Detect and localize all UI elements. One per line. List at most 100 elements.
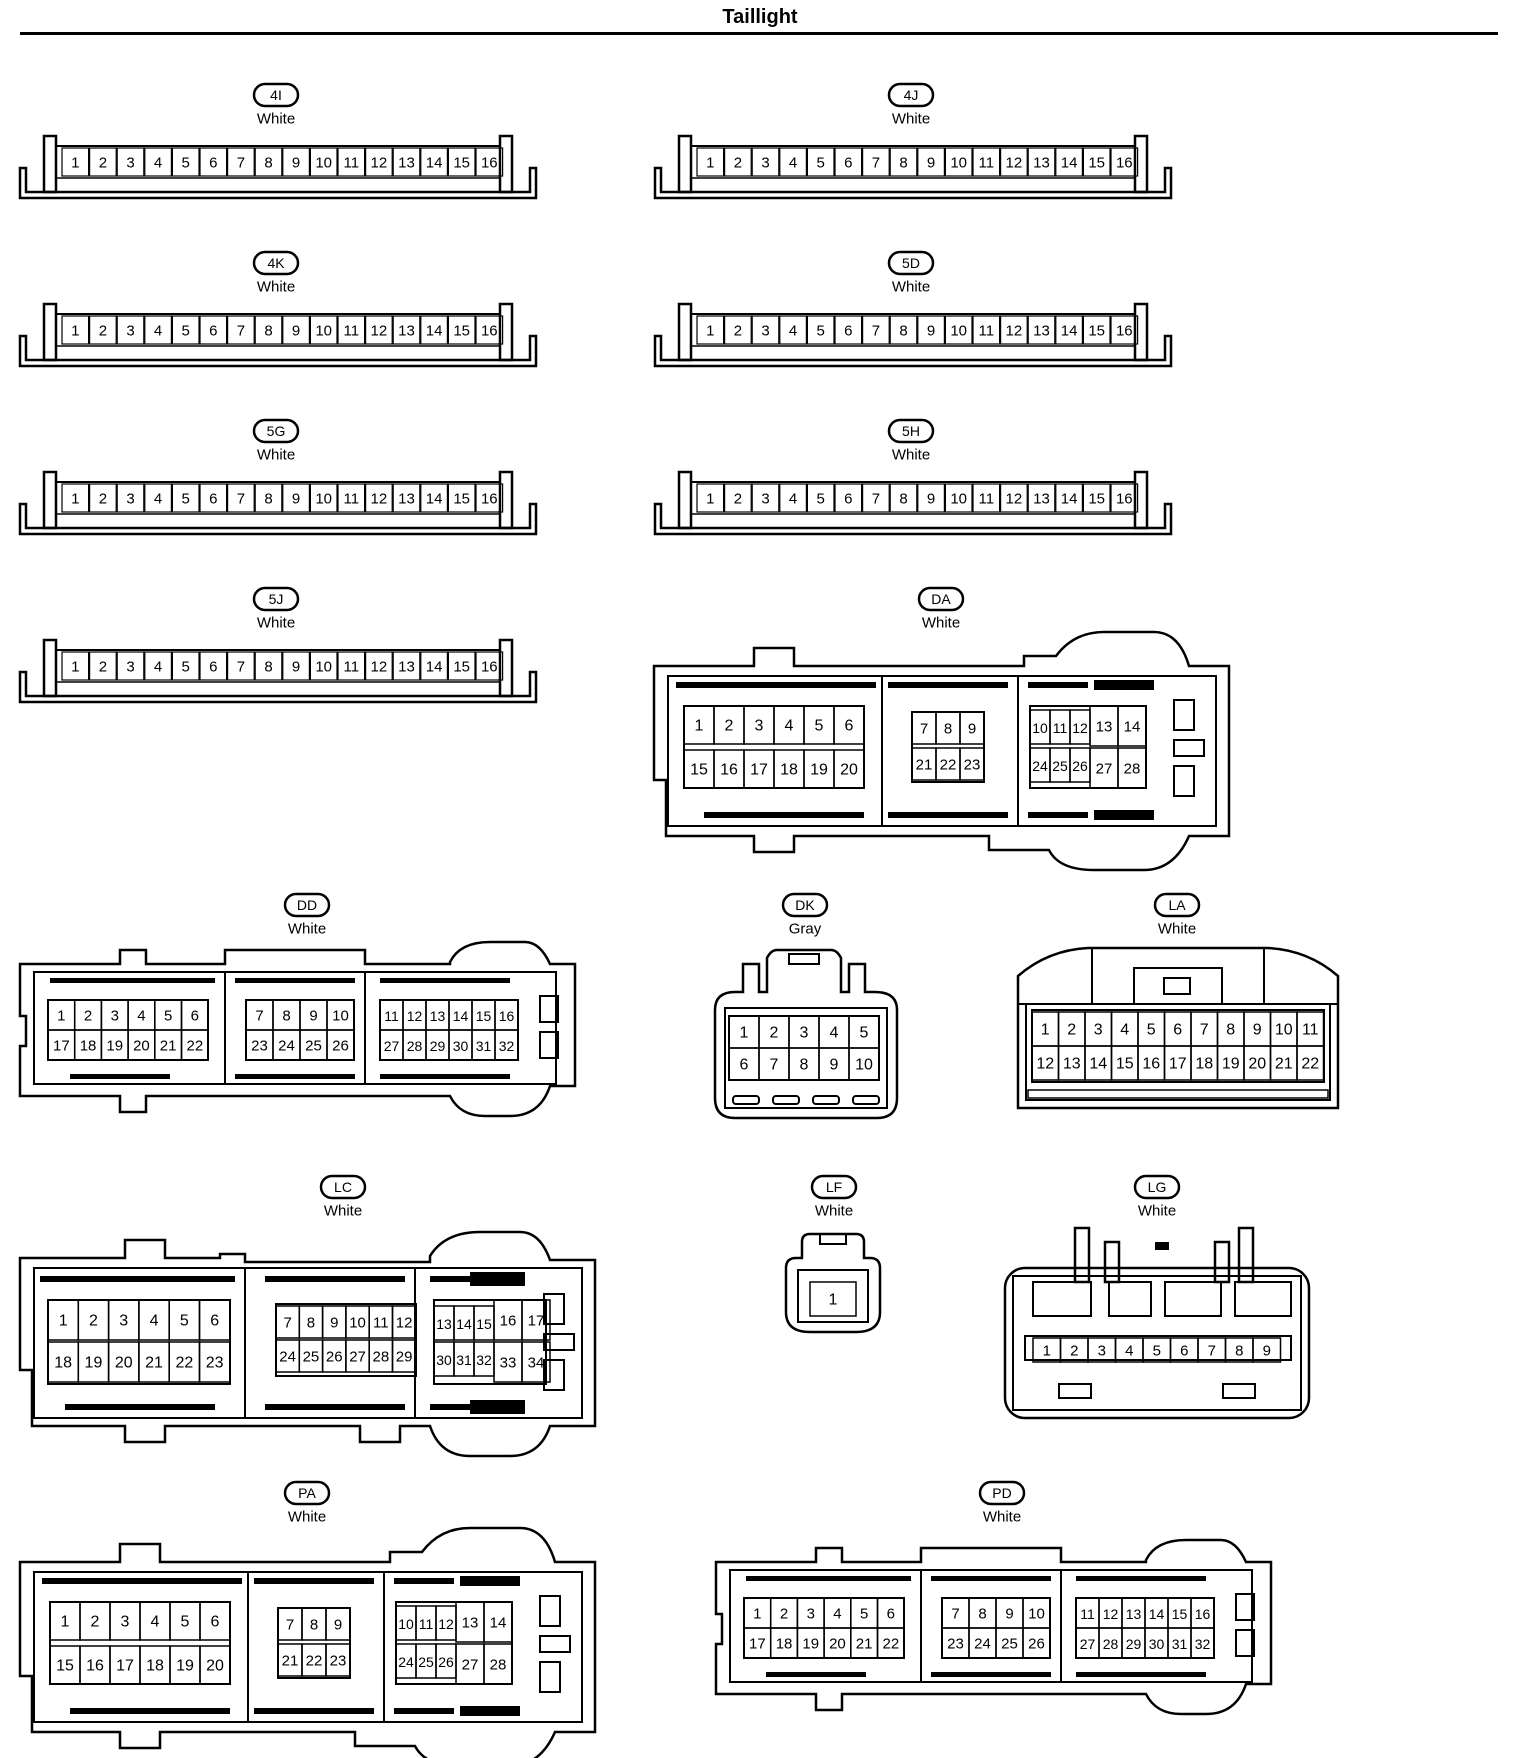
pin-cell [944, 483, 973, 513]
pin-number: 31 [476, 1038, 492, 1054]
pin-number: 15 [1088, 155, 1105, 172]
pin-number: 15 [453, 323, 470, 340]
latch-slot [1076, 1672, 1206, 1677]
pin-number: 2 [99, 155, 107, 172]
pin-number: 14 [426, 323, 443, 340]
pin-number: 28 [490, 1657, 507, 1674]
pin-cell [365, 147, 393, 177]
pin-cell [834, 483, 863, 513]
pin-cell [227, 147, 255, 177]
pin-cell [199, 483, 228, 513]
pin-cell [337, 483, 366, 513]
latch-slot [394, 1578, 454, 1584]
pin-number: 24 [278, 1038, 295, 1055]
housing-outline [1173, 739, 1205, 757]
pin-number: 8 [264, 155, 272, 172]
pin-number: 27 [1080, 1636, 1096, 1652]
latch-slot [380, 978, 510, 983]
pin-number: 3 [126, 323, 134, 340]
pin-cell [1110, 147, 1139, 177]
pin-number: 3 [119, 1313, 128, 1330]
pin-cell [475, 651, 504, 681]
pin-number: 8 [264, 659, 272, 676]
pin-cell [917, 147, 945, 177]
connector-id: LF [826, 1179, 842, 1195]
latch-slot [65, 1404, 215, 1410]
pin-cell [420, 147, 448, 177]
pin-cell [779, 315, 807, 345]
pin-number: 21 [160, 1038, 177, 1055]
pin-number: 22 [187, 1038, 204, 1055]
pin-cell [483, 1601, 513, 1643]
housing-outline [881, 676, 1019, 826]
pin-number: 9 [927, 491, 935, 508]
pin-number: 12 [371, 323, 388, 340]
pin-cell [521, 1299, 551, 1341]
pin-number: 20 [829, 1636, 846, 1653]
latch-slot [70, 1708, 230, 1714]
housing-outline [18, 166, 538, 200]
pin-cell [1055, 315, 1084, 345]
pin-number: 5 [817, 491, 825, 508]
housing-inner [1091, 948, 1265, 1005]
pin-cell [723, 315, 752, 345]
latch-slot [460, 1706, 520, 1716]
pin-number: 15 [1088, 323, 1105, 340]
pin-cell [254, 315, 283, 345]
pin-number: 23 [330, 1653, 347, 1670]
pin-number: 13 [1126, 1606, 1142, 1622]
pin-number: 11 [979, 323, 995, 340]
pin-cell [861, 147, 890, 177]
pin-cell [917, 483, 945, 513]
pin-cell [392, 651, 421, 681]
pin-number: 9 [1263, 1343, 1271, 1360]
pin-number: 29 [430, 1038, 446, 1054]
pin-number: 14 [426, 659, 443, 676]
pin-number: 28 [407, 1038, 423, 1054]
pin-cell [889, 483, 918, 513]
pin-cell [1110, 315, 1139, 345]
pin-number: 15 [453, 155, 470, 172]
housing-outline [244, 1268, 416, 1418]
pin-number: 17 [116, 1658, 134, 1675]
housing-outline [1173, 699, 1195, 731]
pin-cell [420, 315, 448, 345]
pin-cell [144, 315, 173, 345]
housing-outline [1133, 134, 1149, 194]
pin-cell [972, 315, 1001, 345]
pin-cell [889, 147, 918, 177]
housing-outline [42, 470, 58, 530]
latch-slot [394, 1708, 454, 1714]
pin-number: 10 [315, 491, 332, 508]
pin-number: 23 [964, 757, 981, 774]
pin-number: 19 [106, 1038, 123, 1055]
connector-id: 5D [902, 255, 920, 271]
pin-number: 15 [453, 491, 470, 508]
pin-number: 6 [844, 323, 852, 340]
housing-outline [1016, 946, 1340, 1110]
pin-number: 1 [1041, 1022, 1050, 1039]
pin-cell [254, 483, 283, 513]
pin-number: 1 [695, 718, 704, 735]
pin-number: 8 [800, 1057, 809, 1074]
housing-outline [224, 972, 366, 1084]
pin-number: 7 [237, 155, 245, 172]
housing-outline [539, 1635, 571, 1653]
pin-number: 1 [706, 491, 714, 508]
connector-id: LG [1148, 1179, 1167, 1195]
housing-outline [1003, 1266, 1311, 1420]
latch-slot [766, 1672, 866, 1677]
housing-outline [1027, 1089, 1329, 1099]
pin-number: 4 [154, 659, 162, 676]
pin-number: 4 [789, 155, 797, 172]
pin-cell [959, 747, 985, 781]
latch-slot [40, 1276, 235, 1282]
latch-slot [380, 1074, 510, 1079]
latch-slot [888, 682, 1008, 688]
latch-slot [704, 812, 864, 818]
